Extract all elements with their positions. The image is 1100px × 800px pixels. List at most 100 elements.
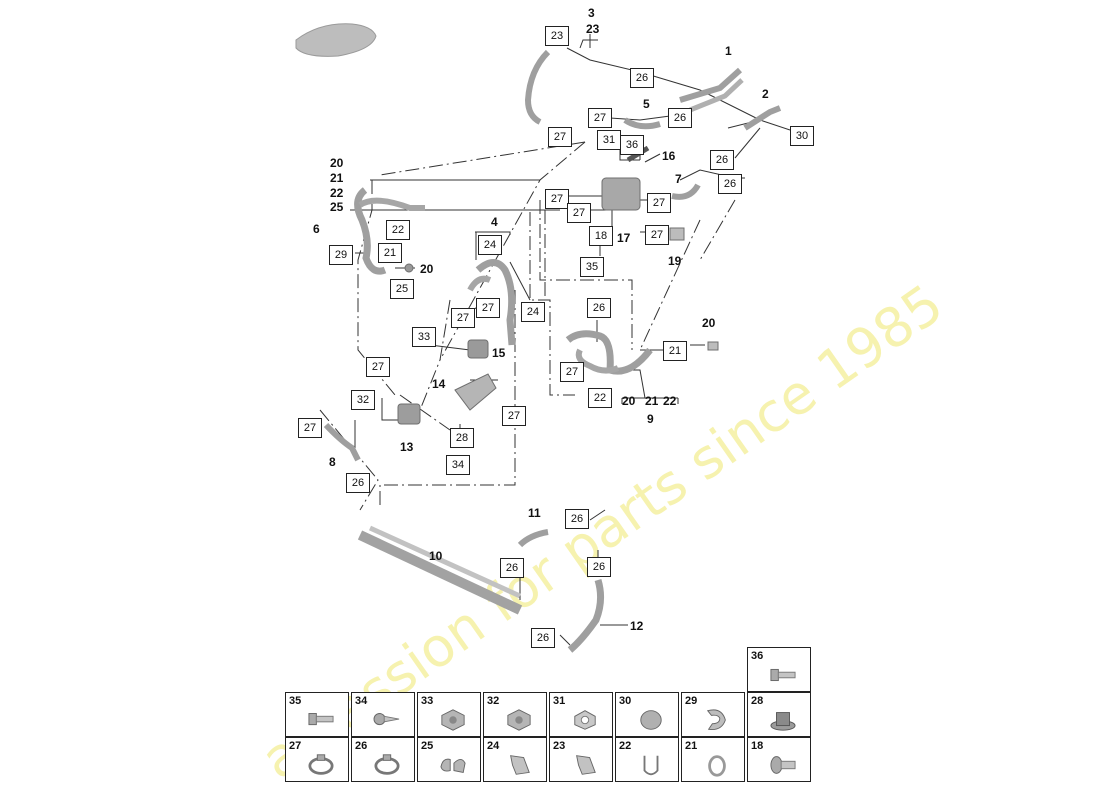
part-4-hose-b bbox=[467, 275, 492, 292]
callout-box-23: 23 bbox=[545, 26, 569, 46]
callout-box-26: 26 bbox=[587, 298, 611, 318]
callout-box-27: 27 bbox=[502, 406, 526, 426]
part-number-label-15: 15 bbox=[492, 346, 506, 360]
part-number-label-20: 20 bbox=[702, 316, 716, 330]
callout-box-26: 26 bbox=[346, 473, 370, 493]
legend-number: 22 bbox=[619, 740, 632, 752]
part-9-hose bbox=[565, 330, 653, 375]
part-number-label-20: 20 bbox=[330, 156, 344, 170]
legend-cell-30: 30 bbox=[615, 692, 679, 737]
callout-box-32: 32 bbox=[351, 390, 375, 410]
hose-clamp-icon bbox=[308, 754, 334, 775]
bolt-hex-icon bbox=[308, 713, 334, 726]
legend-cell-27: 27 bbox=[285, 737, 349, 782]
part-number-label-2: 2 bbox=[762, 87, 769, 101]
callout-box-26: 26 bbox=[718, 174, 742, 194]
nut-flange-icon bbox=[441, 709, 465, 731]
legend-cell-35: 35 bbox=[285, 692, 349, 737]
legend-number: 23 bbox=[553, 740, 566, 752]
callout-box-27: 27 bbox=[645, 225, 669, 245]
callout-box-26: 26 bbox=[500, 558, 524, 578]
part-number-label-6: 6 bbox=[313, 222, 320, 236]
part-number-label-22: 22 bbox=[663, 394, 677, 408]
part-10-pipes bbox=[357, 530, 523, 615]
callout-box-18: 18 bbox=[589, 226, 613, 246]
callout-box-29: 29 bbox=[329, 245, 353, 265]
callout-box-21: 21 bbox=[378, 243, 402, 263]
legend-cell-31: 31 bbox=[549, 692, 613, 737]
legend-number: 24 bbox=[487, 740, 500, 752]
callout-box-24: 24 bbox=[478, 235, 502, 255]
part-number-label-4: 4 bbox=[491, 215, 498, 229]
legend-number: 29 bbox=[685, 695, 698, 707]
spring-clip-icon bbox=[643, 755, 659, 776]
part-number-label-13: 13 bbox=[400, 440, 414, 454]
legend-cell-34: 34 bbox=[351, 692, 415, 737]
parts bbox=[323, 49, 782, 653]
part-10-pipes-b bbox=[368, 525, 522, 599]
legend-cell-32: 32 bbox=[483, 692, 547, 737]
part-4-hose bbox=[475, 259, 516, 346]
legend-cell-22: 22 bbox=[615, 737, 679, 782]
part-number-label-23: 23 bbox=[586, 22, 600, 36]
part-number-label-16: 16 bbox=[662, 149, 676, 163]
o-ring-icon bbox=[708, 755, 726, 777]
legend-number: 27 bbox=[289, 740, 302, 752]
part-number-label-22: 22 bbox=[330, 186, 344, 200]
callout-box-27: 27 bbox=[545, 189, 569, 209]
legend-number: 30 bbox=[619, 695, 632, 707]
legend-cell-23: 23 bbox=[549, 737, 613, 782]
callout-box-26: 26 bbox=[587, 557, 611, 577]
legend-cell-26: 26 bbox=[351, 737, 415, 782]
legend-number: 26 bbox=[355, 740, 368, 752]
legend-cell-18: 18 bbox=[747, 737, 811, 782]
nut-flange-icon bbox=[507, 709, 531, 731]
callout-box-27: 27 bbox=[588, 108, 612, 128]
callout-box-22: 22 bbox=[588, 388, 612, 408]
callout-box-27: 27 bbox=[548, 127, 572, 147]
part-number-label-3: 3 bbox=[588, 6, 595, 20]
callout-box-34: 34 bbox=[446, 455, 470, 475]
car-icon bbox=[295, 23, 377, 57]
part-number-label-25: 25 bbox=[330, 200, 344, 214]
legend-cell-25: 25 bbox=[417, 737, 481, 782]
nut-cap-icon bbox=[640, 710, 662, 730]
callout-box-26: 26 bbox=[531, 628, 555, 648]
legend-cell-24: 24 bbox=[483, 737, 547, 782]
callout-box-26: 26 bbox=[668, 108, 692, 128]
callout-box-28: 28 bbox=[450, 428, 474, 448]
part-number-label-20: 20 bbox=[622, 394, 636, 408]
callout-box-30: 30 bbox=[790, 126, 814, 146]
part-number-label-19: 19 bbox=[668, 254, 682, 268]
legend-number: 25 bbox=[421, 740, 434, 752]
callout-box-35: 35 bbox=[580, 257, 604, 277]
callout-box-27: 27 bbox=[298, 418, 322, 438]
grommet-icon bbox=[770, 712, 796, 731]
legend-number: 34 bbox=[355, 695, 368, 707]
part-6-hose-b bbox=[358, 197, 425, 211]
part-11-hose bbox=[517, 529, 549, 548]
part-23-line bbox=[524, 49, 551, 125]
part-number-label-17: 17 bbox=[617, 231, 631, 245]
part-number-label-8: 8 bbox=[329, 455, 336, 469]
legend-number: 36 bbox=[751, 650, 764, 662]
part-15-pump bbox=[467, 339, 489, 359]
part-number-label-11: 11 bbox=[528, 506, 541, 520]
part-6-hose bbox=[354, 187, 387, 275]
part-1-line-b bbox=[689, 78, 744, 113]
clip-icon bbox=[706, 709, 726, 731]
part-1-line bbox=[679, 67, 743, 103]
part-20-plug bbox=[404, 263, 414, 273]
part-20-connector bbox=[707, 341, 719, 351]
callout-box-31: 31 bbox=[597, 130, 621, 150]
legend-cell-28: 28 bbox=[747, 692, 811, 737]
callout-box-27: 27 bbox=[647, 193, 671, 213]
legend-cell-29: 29 bbox=[681, 692, 745, 737]
nut-hex-icon bbox=[574, 710, 596, 730]
part-13-valve bbox=[397, 403, 421, 425]
hose-clamp-icon bbox=[374, 754, 400, 775]
part-17-valve bbox=[601, 177, 641, 211]
double-clip-icon bbox=[440, 758, 466, 773]
holder-icon bbox=[510, 755, 530, 775]
legend-cell-33: 33 bbox=[417, 692, 481, 737]
